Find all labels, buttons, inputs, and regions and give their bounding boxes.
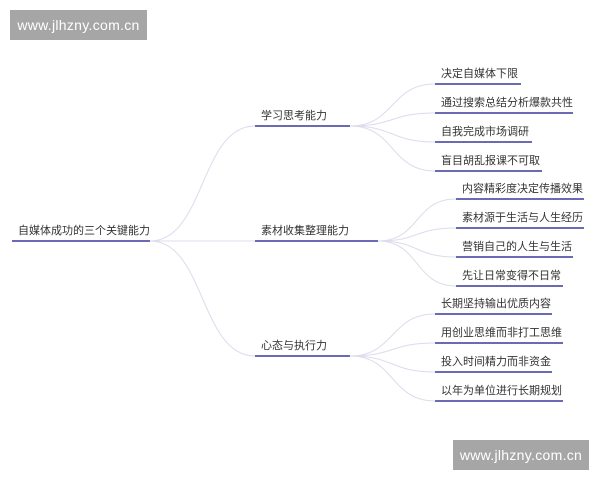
leaf-label: 以年为单位进行长期规划 xyxy=(441,384,562,397)
leaf-node[interactable]: 素材源于生活与人生经历 xyxy=(456,211,583,225)
leaf-label: 长期坚持输出优质内容 xyxy=(441,297,551,310)
leaf-node[interactable]: 投入时间精力而非资金 xyxy=(435,355,551,369)
leaf-label: 先让日常变得不日常 xyxy=(462,269,561,282)
branch-label: 学习思考能力 xyxy=(261,109,327,122)
leaf-label: 决定自媒体下限 xyxy=(441,67,518,80)
leaf-label: 通过搜索总结分析爆款共性 xyxy=(441,96,573,109)
leaf-node[interactable]: 营销自己的人生与生活 xyxy=(456,240,572,254)
leaf-node[interactable]: 长期坚持输出优质内容 xyxy=(435,297,551,311)
watermark-top: www.jlhzny.com.cn xyxy=(10,10,147,40)
leaf-label: 自我完成市场调研 xyxy=(441,125,529,138)
leaf-node[interactable]: 盲目胡乱报课不可取 xyxy=(435,154,540,168)
branch-node-material[interactable]: 素材收集整理能力 xyxy=(255,224,349,238)
branch-label: 素材收集整理能力 xyxy=(261,224,349,237)
leaf-label: 盲目胡乱报课不可取 xyxy=(441,154,540,167)
leaf-node[interactable]: 决定自媒体下限 xyxy=(435,67,518,81)
leaf-node[interactable]: 用创业思维而非打工思维 xyxy=(435,326,562,340)
leaf-node[interactable]: 先让日常变得不日常 xyxy=(456,269,561,283)
root-label: 自媒体成功的三个关键能力 xyxy=(18,224,150,237)
leaf-node[interactable]: 自我完成市场调研 xyxy=(435,125,529,139)
leaf-node[interactable]: 内容精彩度决定传播效果 xyxy=(456,182,583,196)
leaf-label: 用创业思维而非打工思维 xyxy=(441,326,562,339)
leaf-label: 投入时间精力而非资金 xyxy=(441,355,551,368)
branch-node-mindset[interactable]: 心态与执行力 xyxy=(255,339,327,353)
mindmap-root-node[interactable]: 自媒体成功的三个关键能力 xyxy=(12,224,150,238)
leaf-label: 素材源于生活与人生经历 xyxy=(462,211,583,224)
watermark-bottom: www.jlhzny.com.cn xyxy=(453,440,589,470)
branch-label: 心态与执行力 xyxy=(261,339,327,352)
leaf-node[interactable]: 以年为单位进行长期规划 xyxy=(435,384,562,398)
leaf-label: 内容精彩度决定传播效果 xyxy=(462,182,583,195)
leaf-label: 营销自己的人生与生活 xyxy=(462,240,572,253)
branch-node-learning[interactable]: 学习思考能力 xyxy=(255,109,327,123)
leaf-node[interactable]: 通过搜索总结分析爆款共性 xyxy=(435,96,573,110)
